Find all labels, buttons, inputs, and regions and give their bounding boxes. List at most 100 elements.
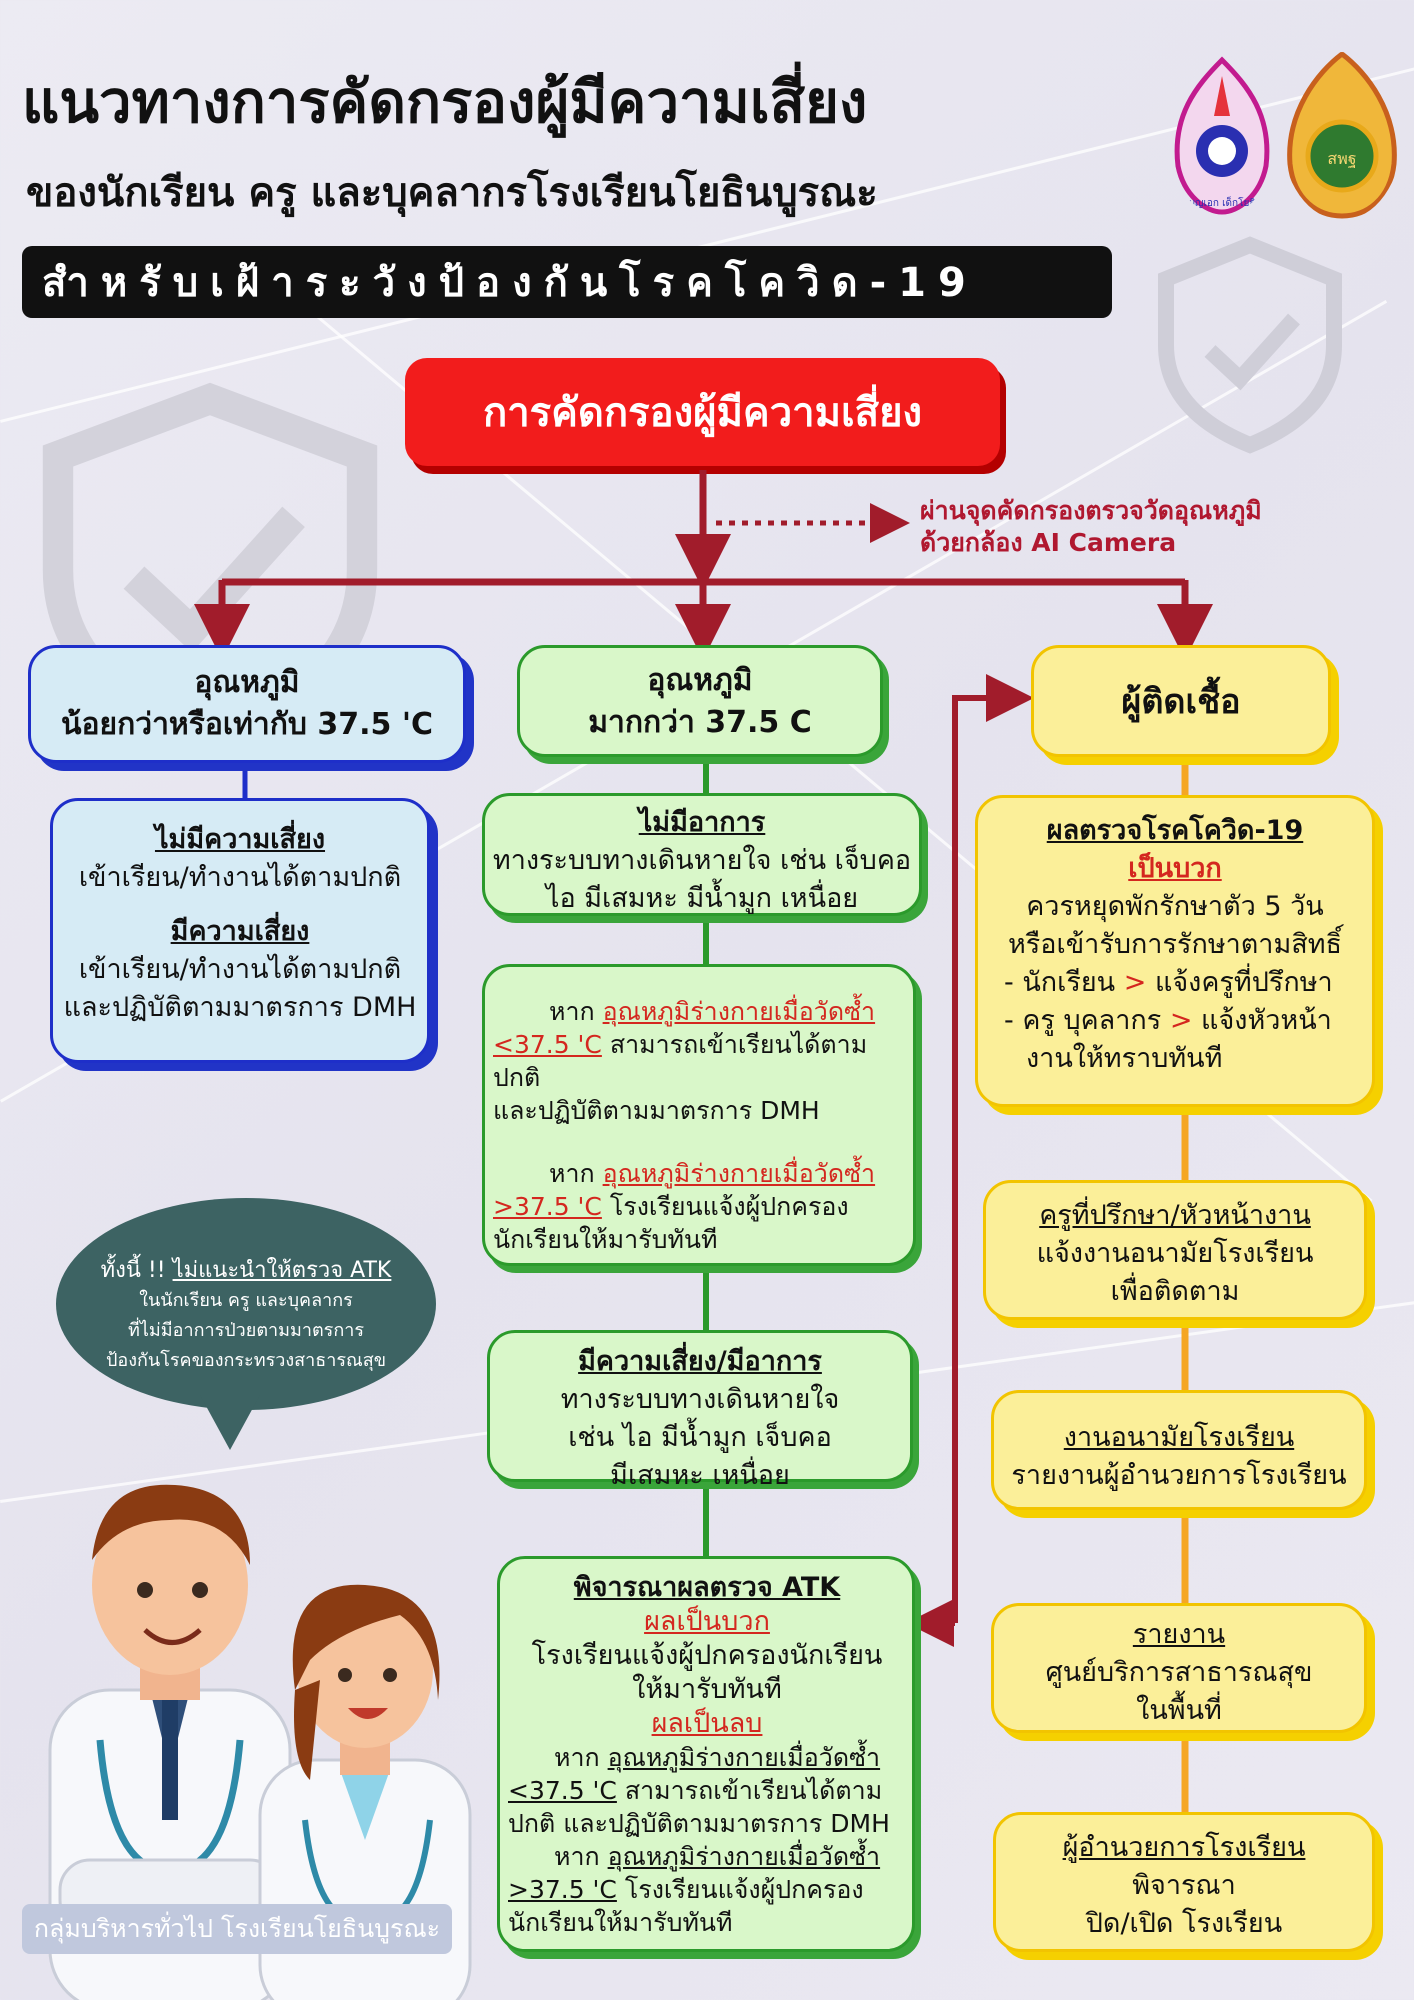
bubble-lead: ทั้งนี้ !! ไม่แนะนำให้ตรวจ ATK <box>56 1198 436 1286</box>
risk-text-2: และปฏิบัติตามมาตรการ DMH <box>63 992 417 1023</box>
if-text: หาก <box>549 1159 595 1188</box>
infected-box: ผู้ติดเชื้อ <box>1031 645 1331 757</box>
shield-check-icon <box>1158 236 1342 454</box>
recheck-a-result: <37.5 'C สามารถเข้าเรียนได้ตามปกติ <box>493 1028 903 1094</box>
recheck-condition: อุณหภูมิร่างกายเมื่อวัดซ้ำ <box>602 1159 876 1188</box>
atk-a-text1: สามารถเข้าเรียนได้ตาม <box>624 1776 883 1805</box>
report-box: รายงาน ศูนย์บริการสาธารณสุข ในพื้นที่ <box>991 1603 1367 1733</box>
treatment-text: หรือเข้ารับการรักษาตามสิทธิ์ <box>1007 929 1343 960</box>
obec-logo: สพฐ <box>1287 52 1397 219</box>
atk-condition: อุณหภูมิร่างกายเมื่อวัดซ้ำ <box>607 1743 881 1772</box>
atk-a-result: <37.5 'C สามารถเข้าเรียนได้ตาม <box>508 1774 906 1807</box>
risk-text-1: เข้าเรียน/ทำงานได้ตามปกติ <box>78 954 402 985</box>
arrow-glyph: > <box>1169 1005 1193 1036</box>
atk-positive-label: ผลเป็นบวก <box>644 1606 770 1637</box>
symptom-title: มีความเสี่ยง/มีอาการ <box>578 1346 822 1377</box>
subtitle-banner: สำหรับเฝ้าระวังป้องกันโรคโควิด-19 <box>22 246 1112 318</box>
bubble-lead-text: ทั้งนี้ !! <box>100 1258 166 1283</box>
student-label: - นักเรียน <box>1004 967 1116 998</box>
atk-condition: อุณหภูมิร่างกายเมื่อวัดซ้ำ <box>607 1842 881 1871</box>
temp-high-label: อุณหภูมิ <box>647 663 753 698</box>
report-line1: ศูนย์บริการสาธารณสุข <box>1045 1657 1313 1688</box>
atk-b-text2: นักเรียนให้มารับทันที <box>508 1908 733 1937</box>
page-subtitle: ของนักเรียน ครู และบุคลากรโรงเรียนโยธินบ… <box>26 170 878 216</box>
temp-low-value: น้อยกว่าหรือเท่ากับ 37.5 'C <box>60 707 434 742</box>
report-line2: ในพื้นที่ <box>1136 1695 1222 1726</box>
atk-b-result: >37.5 'C โรงเรียนแจ้งผู้ปกครอง <box>508 1873 906 1906</box>
no-risk-title: ไม่มีความเสี่ยง <box>154 824 326 855</box>
atk-title: พิจารณาผลตรวจ ATK <box>573 1572 841 1603</box>
student-notify: - นักเรียน > แจ้งครูที่ปรึกษา <box>978 964 1372 1002</box>
staff-action-cont: งานให้ทราบทันที <box>1026 1043 1223 1074</box>
advisor-line1: แจ้งงานอนามัยโรงเรียน <box>1036 1238 1314 1269</box>
no-symptom-title: ไม่มีอาการ <box>638 807 766 838</box>
bubble-lead-underlined: ไม่แนะนำให้ตรวจ ATK <box>172 1258 392 1283</box>
temp-low-label: อุณหภูมิ <box>194 665 300 700</box>
director-box: ผู้อำนวยการโรงเรียน พิจารณา ปิด/เปิด โรง… <box>993 1812 1375 1952</box>
bubble-tail <box>200 1395 260 1450</box>
camera-note-line2: ด้วยกล้อง AI Camera <box>920 528 1177 557</box>
no-symptom-line1: ทางระบบทางเดินหายใจ เช่น เจ็บคอ <box>492 845 912 876</box>
staff-action: แจ้งหัวหน้า <box>1201 1005 1332 1036</box>
atk-negative-label: ผลเป็นลบ <box>651 1708 763 1739</box>
no-symptom-line2: ไอ มีเสมหะ มีน้ำมูก เหนื่อย <box>545 883 859 914</box>
symptom-box: มีความเสี่ยง/มีอาการ ทางระบบทางเดินหายใจ… <box>487 1330 913 1491</box>
temp-threshold-high: >37.5 'C <box>493 1192 602 1221</box>
symptom-line2: เช่น ไอ มีน้ำมูก เจ็บคอ <box>568 1422 832 1453</box>
atk-b-line: หาก อุณหภูมิร่างกายเมื่อวัดซ้ำ <box>508 1840 906 1873</box>
director-title: ผู้อำนวยการโรงเรียน <box>1062 1832 1306 1863</box>
atk-positive-line1: โรงเรียนแจ้งผู้ปกครองนักเรียน <box>531 1640 883 1671</box>
advisor-line2: เพื่อติดตาม <box>1110 1276 1240 1307</box>
school-logo: บุญเอก เด็กโยธิ <box>1174 56 1270 215</box>
covid-result-positive: เป็นบวก <box>1128 853 1222 884</box>
temp-high-box: อุณหภูมิ มากกว่า 37.5 C <box>517 645 883 757</box>
infected-title: ผู้ติดเชื้อ <box>1121 682 1241 722</box>
if-text: หาก <box>549 997 595 1026</box>
temp-high-value: มากกว่า 37.5 C <box>588 705 812 740</box>
atk-a-text2: ปกติ และปฏิบัติตามมาตรการ DMH <box>508 1809 890 1838</box>
student-action: แจ้งครูที่ปรึกษา <box>1154 967 1333 998</box>
arrow-glyph: > <box>1123 967 1147 998</box>
risk-title: มีความเสี่ยง <box>170 916 310 947</box>
page-title: แนวทางการคัดกรองผู้มีความเสี่ยง <box>22 68 868 136</box>
logo-text: สพฐ <box>1327 149 1356 168</box>
if-text: หาก <box>554 1743 600 1772</box>
camera-note-line1: ผ่านจุดคัดกรองตรวจวัดอุณหภูมิ <box>920 496 1262 525</box>
advisor-title: ครูที่ปรึกษา/หัวหน้างาน <box>1039 1200 1311 1231</box>
footer-credit: กลุ่มบริหารทั่วไป โรงเรียนโยธินบูรณะ <box>22 1904 452 1954</box>
health-unit-title: งานอนามัยโรงเรียน <box>1063 1422 1295 1453</box>
logo-text: บุญเอก เด็กโยธิ <box>1189 195 1256 209</box>
bubble-line2: ที่ไม่มีอาการป่วยตามมาตรการ <box>128 1320 364 1341</box>
covid-result-title: ผลตรวจโรคโควิด-19 <box>1046 815 1304 846</box>
recheck-a-text1: สามารถเข้าเรียนได้ตามปกติ <box>493 1030 868 1092</box>
quarantine-text: ควรหยุดพักรักษาตัว 5 วัน <box>1026 891 1324 922</box>
symptom-line1: ทางระบบทางเดินหายใจ <box>560 1384 840 1415</box>
temp-threshold-low: <37.5 'C <box>493 1030 602 1059</box>
recheck-b-line: หาก อุณหภูมิร่างกายเมื่อวัดซ้ำ <box>493 1157 903 1190</box>
recheck-a-text2: และปฏิบัติตามมาตรการ DMH <box>493 1096 820 1125</box>
symptom-line3: มีเสมหะ เหนื่อย <box>610 1460 790 1491</box>
atk-b-text1: โรงเรียนแจ้งผู้ปกครอง <box>624 1875 864 1904</box>
camera-note: ผ่านจุดคัดกรองตรวจวัดอุณหภูมิ ด้วยกล้อง … <box>920 495 1262 559</box>
recheck-box: หาก อุณหภูมิร่างกายเมื่อวัดซ้ำ <37.5 'C … <box>482 964 916 1266</box>
no-risk-text: เข้าเรียน/ทำงานได้ตามปกติ <box>78 862 402 893</box>
health-unit-box: งานอนามัยโรงเรียน รายงานผู้อำนวยการโรงเร… <box>991 1390 1367 1510</box>
temp-threshold-low: <37.5 'C <box>508 1776 617 1805</box>
low-risk-box: ไม่มีความเสี่ยง เข้าเรียน/ทำงานได้ตามปกต… <box>50 798 430 1063</box>
atk-positive-line2: ให้มารับทันที <box>632 1674 782 1705</box>
health-unit-line1: รายงานผู้อำนวยการโรงเรียน <box>1011 1460 1347 1491</box>
recheck-b-text1: โรงเรียนแจ้งผู้ปกครอง <box>609 1192 849 1221</box>
staff-label: - ครู บุคลากร <box>1004 1005 1162 1036</box>
covid-result-box: ผลตรวจโรคโควิด-19 เป็นบวก ควรหยุดพักรักษ… <box>975 795 1375 1107</box>
recheck-condition: อุณหภูมิร่างกายเมื่อวัดซ้ำ <box>602 997 876 1026</box>
no-symptom-box: ไม่มีอาการ ทางระบบทางเดินหายใจ เช่น เจ็บ… <box>482 793 922 916</box>
report-title: รายงาน <box>1132 1619 1226 1650</box>
atk-box: พิจารณาผลตรวจ ATK ผลเป็นบวก โรงเรียนแจ้ง… <box>497 1556 915 1952</box>
temp-threshold-high: >37.5 'C <box>508 1875 617 1904</box>
advice-bubble: ทั้งนี้ !! ไม่แนะนำให้ตรวจ ATK ในนักเรีย… <box>56 1198 436 1410</box>
atk-a-line: หาก อุณหภูมิร่างกายเมื่อวัดซ้ำ <box>508 1741 906 1774</box>
director-line1: พิจารณา <box>1132 1870 1236 1901</box>
bubble-line1: ในนักเรียน ครู และบุคลากร <box>139 1290 353 1311</box>
advisor-box: ครูที่ปรึกษา/หัวหน้างาน แจ้งงานอนามัยโรง… <box>983 1180 1367 1320</box>
recheck-a-line: หาก อุณหภูมิร่างกายเมื่อวัดซ้ำ <box>493 995 903 1028</box>
